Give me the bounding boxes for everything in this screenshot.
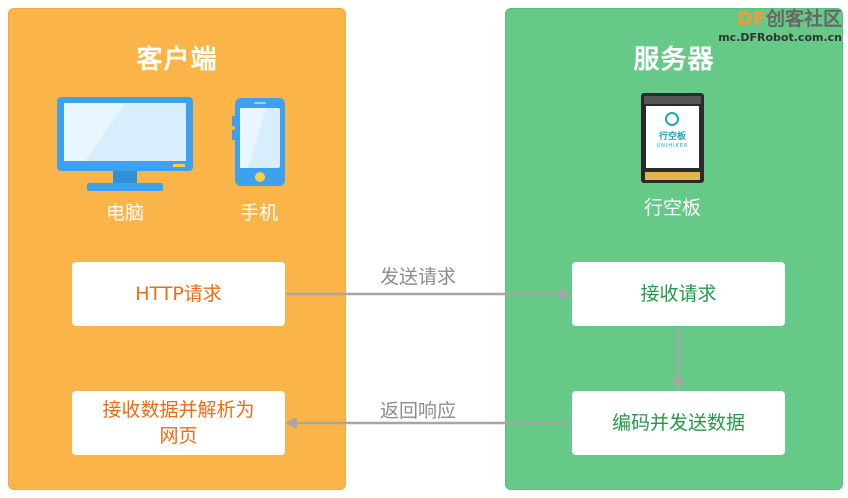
process-arrowhead [672,378,684,390]
board-label: 行空板 [643,197,701,219]
pc-label: 电脑 [105,202,144,224]
client-title: 客户端 [136,45,218,75]
watermark-url: mc.DFRobot.com.cn [718,31,842,44]
send-request-arrowhead [560,288,572,300]
parse-data-box: 接收数据并解析为 网页 [72,391,285,455]
send-request-label: 发送请求 [380,266,457,288]
board-icon: 行空板 UNIHIKER [641,93,704,183]
watermark-cn: 创客社区 [765,8,842,30]
reply-arrowhead [285,417,297,429]
server-title: 服务器 [633,45,715,75]
watermark: DF创客社区 mc.DFRobot.com.cn [718,4,842,44]
phone-icon [232,98,285,186]
http-request-label: HTTP请求 [135,283,222,305]
http-request-box: HTTP请求 [72,262,285,326]
watermark-df: DF [737,8,766,30]
parse-data-line1: 接收数据并解析为 [102,399,255,421]
encode-send-box: 编码并发送数据 [572,391,785,455]
board-screen-sub: UNIHIKER [656,143,689,149]
reply-response-label: 返回响应 [380,400,457,422]
monitor-icon [57,97,193,191]
parse-data-line2: 网页 [159,425,198,447]
receive-request-box: 接收请求 [572,262,785,326]
encode-send-label: 编码并发送数据 [611,412,745,434]
receive-request-label: 接收请求 [640,283,717,305]
board-screen-text: 行空板 [658,132,686,142]
watermark-brand: DF创客社区 [718,4,842,31]
phone-label: 手机 [239,202,278,224]
